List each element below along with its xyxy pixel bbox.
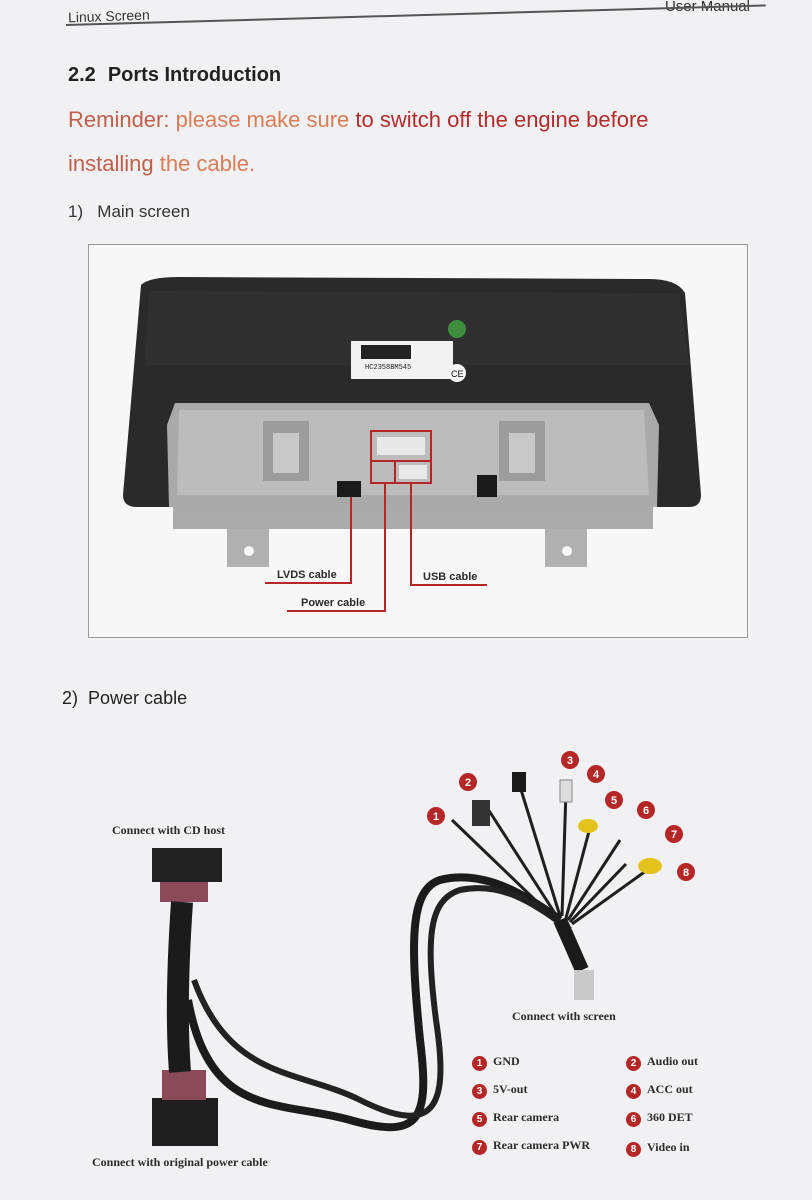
section-title: 2.2 Ports Introduction (68, 64, 281, 87)
main-screen-figure: HC2358BM545 CE (88, 244, 748, 638)
lvds-cable-label: LVDS cable (277, 569, 337, 581)
svg-text:5: 5 (611, 795, 617, 807)
cd-host-connector (152, 848, 222, 882)
reminder-part4: installing (68, 151, 154, 176)
reminder-part2: please make sure (175, 107, 350, 132)
screen-connector (574, 970, 594, 1000)
power-cable-label: Power cable (301, 597, 366, 609)
svg-text:8: 8 (683, 867, 689, 879)
reminder-text: Reminder: please make sure to switch off… (68, 98, 768, 186)
svg-text:2: 2 (465, 777, 471, 789)
reminder-part5: the cable. (159, 151, 256, 176)
screen-connection-label: Connect with screen (512, 1009, 616, 1023)
subheading-power-cable: 2) Power cable (62, 688, 188, 708)
svg-text:HC2358BM545: HC2358BM545 (365, 364, 411, 372)
green-sticker (448, 320, 466, 338)
svg-text:1: 1 (433, 811, 439, 823)
svg-text:4: 4 (593, 769, 600, 781)
original-power-label: Connect with original power cable (92, 1155, 268, 1169)
reminder-part1: Reminder: (68, 107, 170, 132)
reminder-part3: to switch off the engine before (355, 107, 649, 132)
lvds-connector (337, 481, 361, 497)
section-heading: Ports Introduction (107, 64, 282, 86)
usb-connector (394, 460, 432, 484)
svg-text:3: 3 (567, 755, 573, 767)
svg-text:6: 6 (643, 805, 649, 817)
svg-text:7: 7 (671, 829, 677, 841)
header-rule (65, 4, 766, 26)
cd-host-label: Connect with CD host (112, 823, 226, 837)
main-screen-illustration: HC2358BM545 CE (123, 277, 701, 612)
original-power-connector (152, 1098, 218, 1146)
section-number: 2.2 (68, 64, 96, 86)
usb-cable-label: USB cable (423, 571, 478, 583)
power-harness-illustration: 1 2 3 4 5 6 7 8 (152, 751, 695, 1146)
svg-text:CE: CE (451, 369, 464, 379)
subheading-main-screen: 1) Main screen (68, 202, 190, 221)
